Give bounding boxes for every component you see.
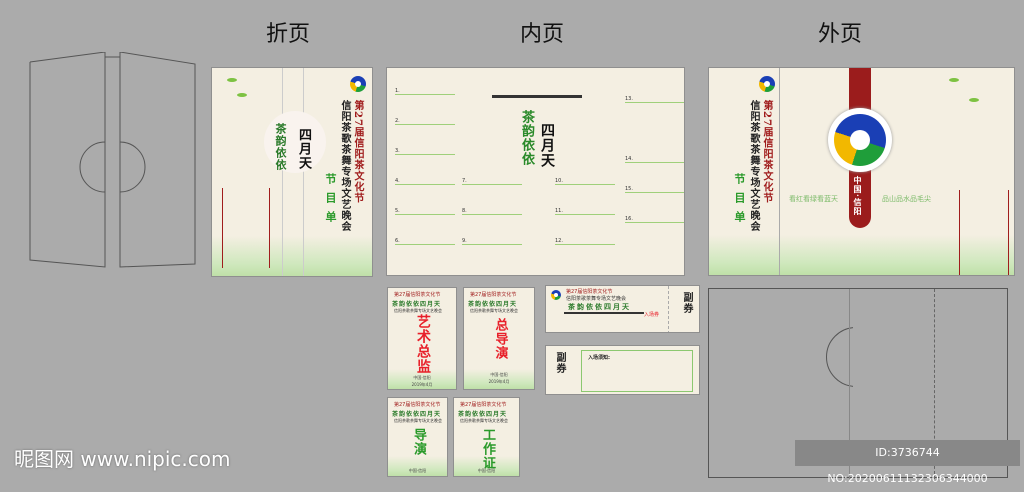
program-item: 10. [555, 178, 615, 185]
card-place: 中国·信阳 [413, 375, 431, 380]
ribbon-text: 中国·信阳 [853, 176, 863, 216]
card-header: 第27届信阳茶文化节 [394, 292, 441, 298]
card-title: 艺术总监 [415, 314, 431, 374]
heading-outer: 外页 [818, 22, 863, 47]
inner-art-subtitle: 四月天 [539, 123, 555, 168]
fold-panel: 茶韵依依 四月天 第27届信阳茶文化节 信阳茶歌茶舞专场文艺晚会 节目单 [211, 67, 373, 277]
program-item: 15. [625, 186, 684, 193]
program-item: 16. [625, 216, 684, 223]
card-place: 中国·信阳 [477, 468, 496, 473]
inner-art-title: 茶韵依依 [519, 110, 534, 166]
program-item: 6. [395, 238, 455, 245]
inner-panel: 茶韵依依 四月天 1. 2. 3. 4. 5. 6. 7. 8. 9. 10. 11. 12. 13. 1… [386, 67, 685, 276]
program-item: 9. [462, 238, 522, 245]
heading-inner: 内页 [520, 22, 565, 47]
watermark-site: 昵图网 www.nipic.com [14, 447, 231, 471]
credential-card: 第27届信阳茶文化节 茶韵依依四月天 信阳茶歌茶舞专场文艺晚会 导演 中国·信阳 [387, 397, 448, 477]
program-item: 11. [555, 208, 615, 215]
art-title: 茶韵依依 [274, 123, 287, 171]
art-subtitle: 四月天 [296, 128, 311, 170]
program-item: 12. [555, 238, 615, 245]
outer-edition: 第27届信阳茶文化节 [761, 100, 772, 204]
ticket-back: 副券 入场须知: [545, 345, 700, 395]
program-item: 4. [395, 178, 455, 185]
card-gala: 信阳茶歌茶舞专场文艺晚会 [460, 418, 508, 423]
program-item: 14. [625, 156, 684, 163]
program-item: 2. [395, 118, 455, 125]
festival-logo-icon [350, 76, 366, 92]
festival-logo-icon [759, 76, 775, 92]
outer-program: 节目单 [733, 173, 746, 230]
program-item: 8. [462, 208, 522, 215]
card-gala: 信阳茶歌茶舞专场文艺晚会 [394, 308, 442, 313]
ticket-motto: 茶韵依依四月天 [568, 302, 631, 311]
card-motto: 茶韵依依四月天 [458, 411, 508, 418]
program-item: 3. [395, 148, 455, 155]
credential-card: 第27届信阳茶文化节 茶韵依依四月天 信阳茶歌茶舞专场文艺晚会 总导演 中国·信… [463, 287, 535, 390]
ticket-label: 入场券 [644, 312, 660, 318]
card-title: 导演 [411, 428, 426, 456]
card-place: 中国·信阳 [408, 468, 427, 473]
ticket-back-stub: 副券 [554, 352, 565, 374]
card-gala: 信阳茶歌茶舞专场文艺晚会 [394, 418, 442, 423]
watermark-id: ID:3736744 NO:20200611132306344000 [795, 440, 1020, 485]
ticket-header: 第27届信阳茶文化节 [566, 289, 613, 295]
credential-card: 第27届信阳茶文化节 茶韵依依四月天 信阳茶歌茶舞专场文艺晚会 工作证 中国·信… [453, 397, 520, 477]
program-item: 7. [462, 178, 522, 185]
card-gala: 信阳茶歌茶舞专场文艺晚会 [470, 308, 518, 313]
program-item: 13. [625, 96, 684, 103]
festival-edition: 第27届信阳茶文化节 [352, 100, 363, 204]
festival-logo-icon [834, 114, 886, 166]
ticket-stub: 副券 [681, 292, 692, 314]
card-motto: 茶韵依依四月天 [468, 301, 518, 308]
card-motto: 茶韵依依四月天 [392, 411, 442, 418]
program-item: 1. [395, 88, 455, 95]
card-title: 工作证 [480, 428, 495, 470]
program-label: 节目单 [324, 173, 337, 230]
fold-diagram [29, 52, 196, 268]
gala-title: 信阳茶歌茶舞专场文艺晚会 [339, 100, 350, 232]
notice-title: 入场须知: [588, 355, 610, 361]
ticket-gala: 信阳茶歌茶舞专场文艺晚会 [566, 296, 627, 302]
card-date: 2019年4月 [488, 379, 510, 384]
ticket: 第27届信阳茶文化节 信阳茶歌茶舞专场文艺晚会 茶韵依依四月天 入场券 副券 [545, 285, 700, 333]
outer-panel: 第27届信阳茶文化节 信阳茶歌茶舞专场文艺晚会 节目单 中国·信阳 看红看绿看蓝… [708, 67, 1015, 276]
outer-gala: 信阳茶歌茶舞专场文艺晚会 [748, 100, 759, 232]
card-header: 第27届信阳茶文化节 [470, 292, 517, 298]
card-header: 第27届信阳茶文化节 [394, 402, 441, 408]
card-place: 中国·信阳 [490, 372, 508, 377]
credential-card: 第27届信阳茶文化节 茶韵依依四月天 信阳茶歌茶舞专场文艺晚会 艺术总监 中国·… [387, 287, 457, 390]
card-header: 第27届信阳茶文化节 [460, 402, 507, 408]
slogan-right: 品山品水品毛尖 [882, 195, 931, 203]
card-date: 2019年4月 [411, 382, 433, 387]
heading-fold: 折页 [266, 22, 311, 47]
art-circle [264, 111, 326, 173]
card-title: 总导演 [492, 318, 508, 360]
card-motto: 茶韵依依四月天 [392, 301, 442, 308]
slogan-left: 看红看绿看蓝天 [789, 195, 838, 203]
program-item: 5. [395, 208, 455, 215]
